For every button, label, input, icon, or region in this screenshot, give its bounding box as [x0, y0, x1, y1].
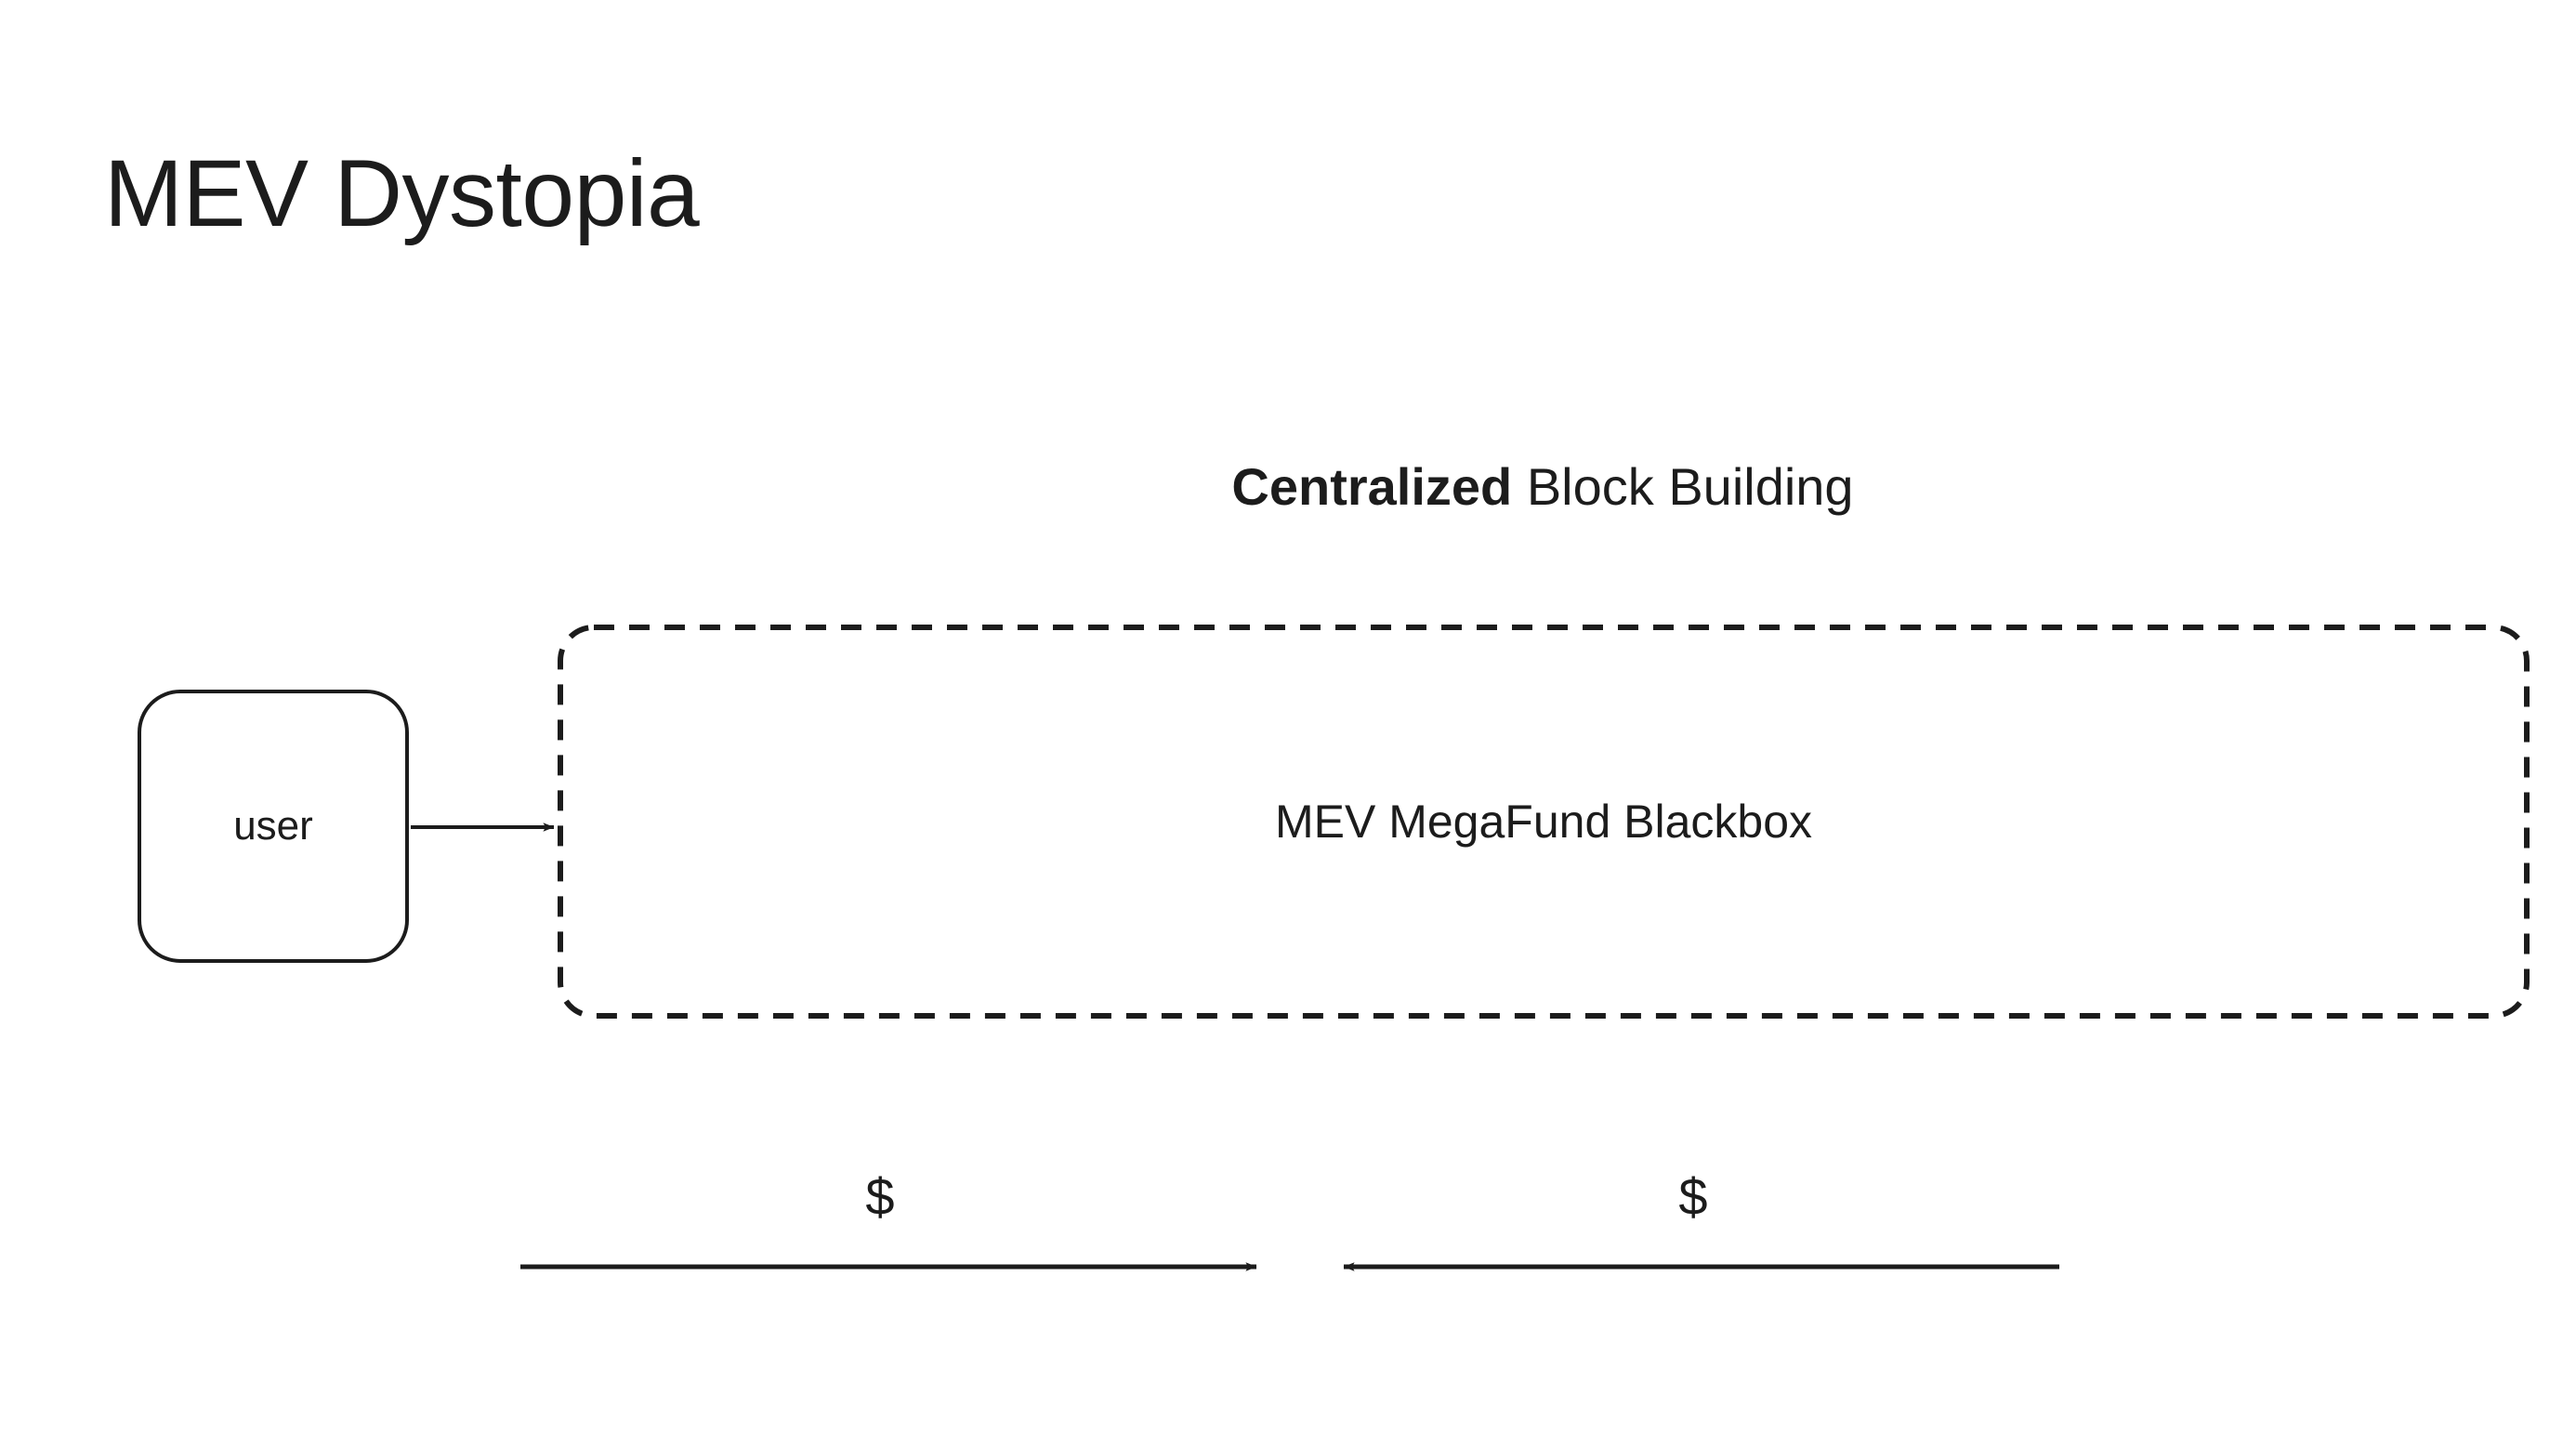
node-user-label: user: [233, 803, 313, 849]
edge-label-value-in: $: [865, 1167, 895, 1226]
section-heading-emphasis: Centralized: [1231, 457, 1513, 516]
section-heading: Centralized Block Building: [558, 457, 2528, 517]
node-blackbox[interactable]: MEV MegaFund Blackbox: [558, 625, 2530, 1019]
node-blackbox-label: MEV MegaFund Blackbox: [1274, 796, 1813, 848]
edge-label-value-out: $: [1678, 1167, 1708, 1226]
page-title: MEV Dystopia: [104, 140, 700, 246]
node-user[interactable]: user: [138, 690, 409, 963]
section-heading-rest: Block Building: [1512, 457, 1854, 516]
